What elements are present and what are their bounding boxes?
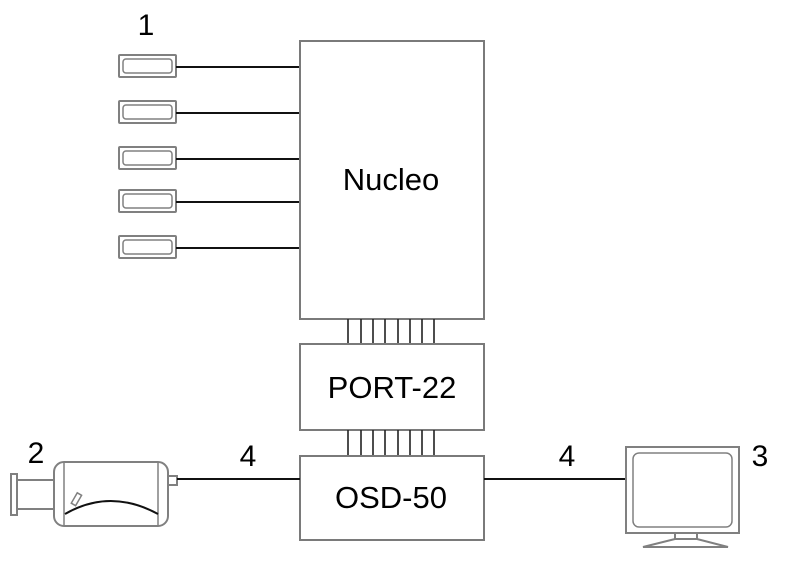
nucleo-label: Nucleo	[343, 162, 440, 197]
bus-port-osd	[347, 430, 435, 456]
port-label: PORT-22	[328, 370, 457, 405]
sensor-5	[118, 235, 300, 259]
callout-monitor: 3	[752, 440, 769, 473]
sensor-group	[118, 54, 300, 259]
callout-camera: 2	[28, 437, 45, 470]
callout-cable-left: 4	[240, 440, 257, 473]
monitor-icon	[625, 446, 740, 548]
osd-block	[299, 455, 485, 541]
sensor-2	[118, 100, 300, 124]
bus-nucleo-port	[347, 319, 435, 344]
camera-icon	[10, 461, 178, 527]
nucleo-block	[299, 40, 485, 320]
port-block	[299, 343, 485, 431]
callout-cable-right: 4	[559, 440, 576, 473]
osd-label: OSD-50	[335, 480, 447, 515]
sensor-1	[118, 54, 300, 78]
sensor-4	[118, 189, 300, 213]
callout-sensors: 1	[138, 9, 155, 42]
sensor-3	[118, 146, 300, 170]
